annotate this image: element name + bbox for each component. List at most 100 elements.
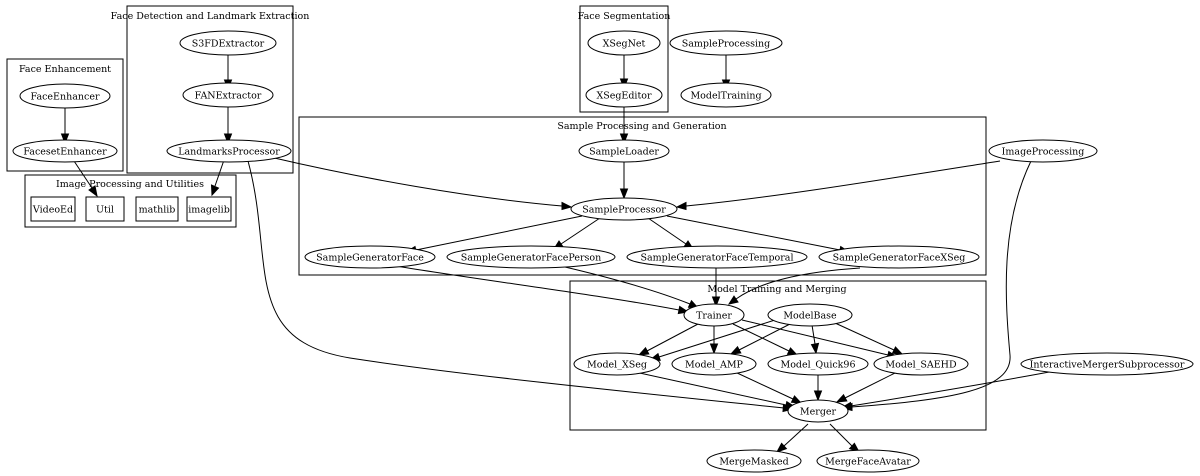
node-interactivemergersubprocessor-label: InteractiveMergerSubprocessor: [1030, 360, 1185, 371]
edge-trainer-modelxseg: [637, 323, 699, 356]
edge-merger-mergefaceavatar: [829, 423, 861, 453]
node-merger: Merger: [787, 399, 849, 423]
node-sampleloader-label: SampleLoader: [589, 147, 659, 158]
edge-modelquick96-merger: [813, 373, 823, 402]
node-model-quick96: Model_Quick96: [767, 352, 869, 376]
cluster-face-enhancement: Face Enhancement: [6, 58, 124, 172]
node-facesetenhancer: FacesetEnhancer: [12, 139, 118, 163]
node-imagelib-label: imagelib: [188, 205, 230, 216]
node-sampleprocessing-label: SampleProcessing: [682, 39, 771, 50]
node-landmarksprocessor: LandmarksProcessor: [166, 139, 292, 163]
edge-xsegeditor-sampleloader: [619, 106, 629, 145]
node-modeltraining: ModelTraining: [680, 82, 772, 108]
edge-merger-mergemasked: [775, 423, 809, 453]
node-mathlib: mathlib: [135, 196, 179, 222]
node-xsegnet: XSegNet: [587, 30, 661, 56]
node-xsegeditor-label: XSegEditor: [596, 91, 652, 102]
edge-modelbase-modelsaehd: [834, 322, 904, 355]
node-util: Util: [85, 196, 125, 222]
edge-modelbase-modelamp: [729, 323, 791, 355]
node-samplegeneratorfacetemporal: SampleGeneratorFaceTemporal: [626, 245, 808, 269]
node-trainer: Trainer: [683, 303, 745, 327]
edge-trainer-modelquick96: [732, 323, 799, 356]
edge-gentemporal-trainer: [711, 267, 721, 308]
node-fanextractor-label: FANExtractor: [195, 91, 262, 102]
node-mergemasked: MergeMasked: [706, 449, 802, 473]
cluster-face-segmentation-title: Face Segmentation: [578, 11, 671, 22]
edge-sampleprocessor-gentemporal: [647, 217, 695, 250]
node-mergefaceavatar-label: MergeFaceAvatar: [825, 457, 911, 468]
node-model-xseg: Model_XSeg: [573, 352, 661, 376]
node-sampleloader: SampleLoader: [578, 139, 670, 163]
node-modelbase: ModelBase: [767, 303, 853, 327]
node-samplegeneratorfacexseg-label: SampleGeneratorFaceXSeg: [833, 253, 966, 264]
cluster-image-processing-utilities: Image Processing and Utilities: [24, 174, 237, 228]
node-mathlib-label: mathlib: [139, 205, 176, 216]
edge-genxseg-trainer: [727, 267, 861, 305]
edge-faceenhancer-facesetenhancer: [60, 108, 70, 145]
edge-sampleprocessor-genperson: [552, 217, 601, 250]
node-model-saehd: Model_SAEHD: [873, 352, 969, 376]
edge-imageprocessing-sampleprocessor: [675, 160, 1001, 211]
node-modelbase-label: ModelBase: [783, 311, 837, 322]
node-model-xseg-label: Model_XSeg: [587, 360, 647, 371]
node-videoed: VideoEd: [30, 196, 76, 222]
node-imageprocessing-label: ImageProcessing: [1002, 147, 1085, 158]
edge-landmarks-sampleprocessor: [269, 156, 573, 211]
node-sampleprocessor-label: SampleProcessor: [582, 205, 666, 216]
node-samplegeneratorface-label: SampleGeneratorFace: [316, 253, 424, 264]
node-faceenhancer: FaceEnhancer: [19, 83, 111, 109]
node-imageprocessing: ImageProcessing: [988, 139, 1098, 163]
node-model-amp: Model_AMP: [671, 352, 757, 376]
node-samplegeneratorfacexseg: SampleGeneratorFaceXSeg: [818, 245, 980, 269]
node-model-quick96-label: Model_Quick96: [780, 360, 855, 371]
node-samplegeneratorfaceperson: SampleGeneratorFacePerson: [446, 245, 616, 269]
node-landmarksprocessor-label: LandmarksProcessor: [178, 147, 280, 158]
edge-landmarks-imagelib: [210, 159, 225, 197]
node-mergemasked-label: MergeMasked: [719, 457, 788, 468]
node-mergefaceavatar: MergeFaceAvatar: [816, 449, 920, 473]
node-model-saehd-label: Model_SAEHD: [885, 360, 957, 371]
node-videoed-label: VideoEd: [32, 205, 73, 216]
cluster-image-processing-utilities-title: Image Processing and Utilities: [56, 179, 204, 190]
node-modeltraining-label: ModelTraining: [690, 91, 761, 102]
cluster-face-enhancement-title: Face Enhancement: [19, 64, 111, 75]
edge-sampleloader-sampleprocessor: [619, 162, 629, 200]
edge-modelsaehd-merger: [835, 371, 898, 403]
edge-modelamp-merger: [734, 371, 803, 404]
node-s3fdextractor-label: S3FDExtractor: [192, 39, 265, 50]
node-util-label: Util: [96, 205, 114, 216]
cluster-model-training-merging: Model Training and Merging: [569, 280, 987, 431]
edge-modelxseg-merger: [634, 371, 797, 410]
cluster-model-training-merging-title: Model Training and Merging: [707, 284, 846, 295]
node-xsegeditor: XSegEditor: [585, 82, 663, 108]
nodes: S3FDExtractor FANExtractor LandmarksProc…: [12, 30, 1194, 473]
node-samplegeneratorface: SampleGeneratorFace: [304, 245, 436, 269]
node-s3fdextractor: S3FDExtractor: [179, 30, 277, 56]
cluster-face-detection-title: Face Detection and Landmark Extraction: [111, 11, 310, 22]
node-sampleprocessor: SampleProcessor: [570, 197, 678, 221]
node-samplegeneratorfacetemporal-label: SampleGeneratorFaceTemporal: [641, 253, 794, 264]
node-sampleprocessing: SampleProcessing: [669, 30, 783, 56]
node-samplegeneratorfaceperson-label: SampleGeneratorFacePerson: [461, 253, 602, 264]
node-interactivemergersubprocessor: InteractiveMergerSubprocessor: [1020, 352, 1194, 376]
cluster-sample-processing-generation-title: Sample Processing and Generation: [557, 121, 726, 132]
edge-facesetenhancer-util: [73, 160, 98, 198]
node-facesetenhancer-label: FacesetEnhancer: [23, 147, 107, 158]
node-model-amp-label: Model_AMP: [685, 360, 744, 371]
cluster-face-detection: Face Detection and Landmark Extraction: [111, 5, 310, 174]
cluster-sample-processing-generation: Sample Processing and Generation: [298, 116, 987, 276]
node-xsegnet-label: XSegNet: [603, 39, 646, 50]
edge-fan-landmarks: [223, 105, 233, 145]
node-fanextractor: FANExtractor: [182, 82, 274, 108]
node-imagelib: imagelib: [186, 196, 232, 222]
edge-modelbase-modelquick96: [810, 324, 820, 355]
edge-genface-trainer: [395, 265, 690, 315]
edge-trainer-modelamp: [709, 325, 719, 355]
node-trainer-label: Trainer: [696, 311, 732, 322]
node-merger-label: Merger: [800, 407, 837, 418]
edge-interactive-merger: [840, 369, 1061, 411]
node-faceenhancer-label: FaceEnhancer: [31, 92, 100, 103]
